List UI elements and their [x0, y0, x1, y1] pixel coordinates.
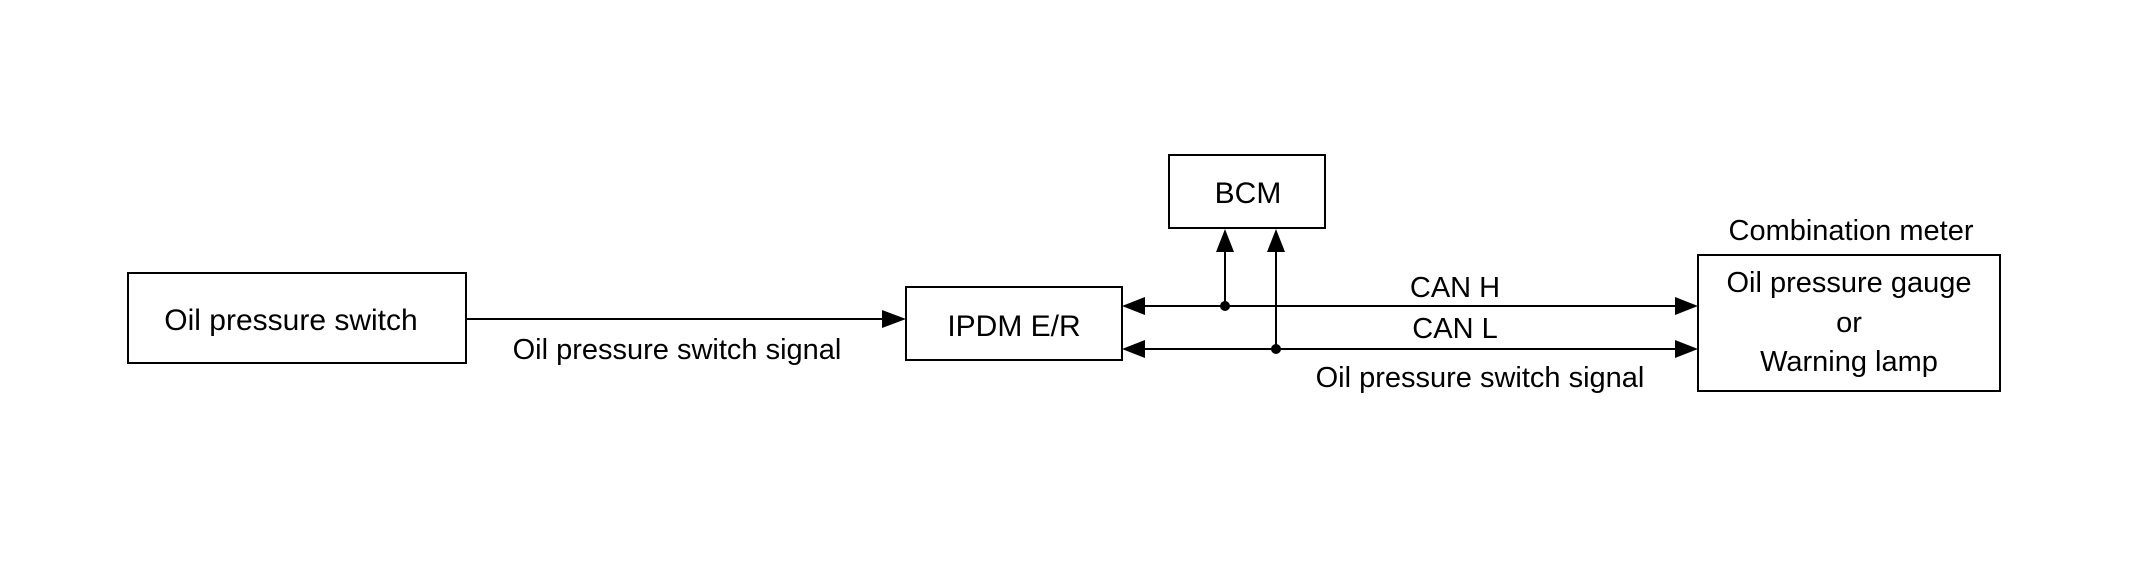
arrowhead-left-icon	[1122, 297, 1145, 315]
combination-meter-block: Oil pressure gauge or Warning lamp	[1697, 254, 2001, 392]
can-h-label: CAN H	[1410, 272, 1500, 304]
bcm-block: BCM	[1168, 154, 1326, 229]
arrowhead-up-icon	[1216, 229, 1234, 252]
meter-line-1: Oil pressure gauge	[1726, 267, 1971, 299]
combination-meter-title: Combination meter	[1729, 215, 1974, 247]
can-l-label: CAN L	[1412, 313, 1497, 345]
arrowhead-right-icon	[1675, 340, 1698, 358]
arrowhead-right-icon	[1675, 297, 1698, 315]
ipdm-er-block: IPDM E/R	[905, 286, 1123, 361]
meter-signal-label: Oil pressure switch signal	[1316, 362, 1645, 394]
oil-pressure-switch-block: Oil pressure switch	[127, 272, 467, 364]
arrowhead-left-icon	[1122, 340, 1145, 358]
can-h-line	[1122, 229, 1698, 315]
arrowhead-up-icon	[1267, 229, 1285, 252]
meter-line-3: Warning lamp	[1760, 346, 1938, 378]
oil-pressure-switch-label: Oil pressure switch	[164, 304, 417, 337]
meter-line-2: or	[1836, 307, 1862, 339]
arrowhead-right-icon	[882, 310, 906, 328]
ipdm-er-label: IPDM E/R	[947, 310, 1080, 343]
switch-to-ipdm-signal-line	[466, 310, 906, 328]
switch-signal-label: Oil pressure switch signal	[513, 334, 842, 366]
can-l-line	[1122, 229, 1698, 358]
bcm-label: BCM	[1215, 177, 1282, 210]
